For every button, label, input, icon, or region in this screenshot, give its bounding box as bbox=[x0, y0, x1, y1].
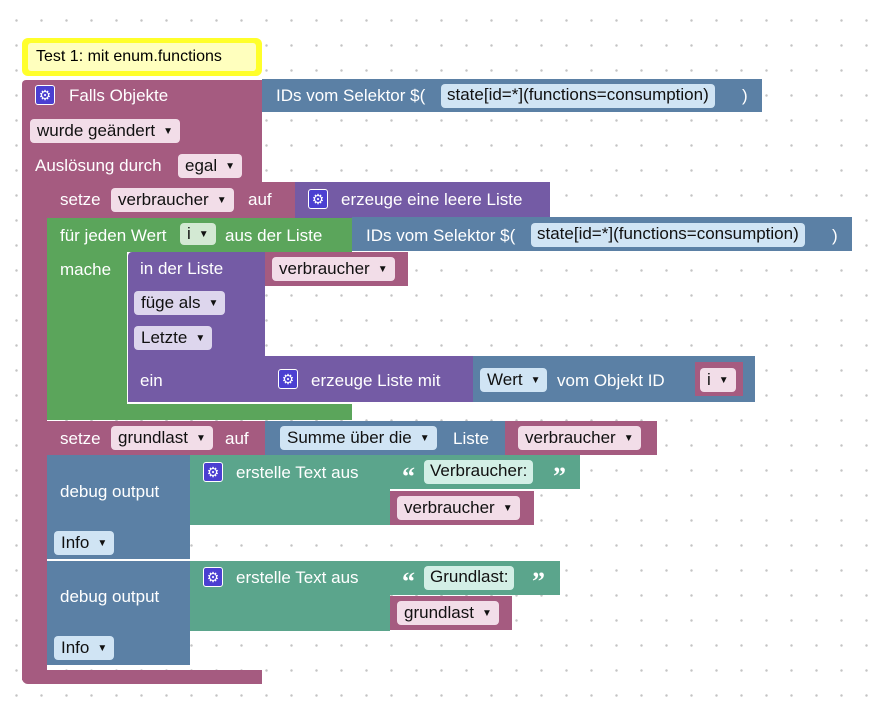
debug2-var-dropdown[interactable]: grundlast ▼ bbox=[397, 601, 499, 625]
foreach-selector-label: IDs vom Selektor $( bbox=[366, 226, 516, 245]
sum-mode-dropdown[interactable]: Summe über die ▼ bbox=[280, 426, 437, 450]
set-grundlast-var-dropdown[interactable]: grundlast ▼ bbox=[111, 426, 213, 450]
trigger-left-arm bbox=[22, 180, 47, 680]
condition-dropdown[interactable]: wurde geändert ▼ bbox=[30, 119, 181, 143]
list-var-dropdown[interactable]: verbraucher ▼ bbox=[272, 257, 395, 281]
trigger-dropdown[interactable]: egal ▼ bbox=[178, 154, 243, 178]
debug1-gear-icon[interactable]: ⚙ bbox=[203, 462, 223, 482]
condition-dropdown-value: wurde geändert bbox=[37, 121, 156, 140]
debug1-text-join-label: erstelle Text aus bbox=[236, 463, 359, 482]
debug1-level: Info bbox=[61, 533, 90, 552]
chevron-down-icon: ▼ bbox=[198, 229, 209, 240]
chevron-down-icon: ▼ bbox=[195, 433, 206, 444]
debug2-var: grundlast bbox=[404, 603, 474, 622]
sum-list-var: verbraucher bbox=[525, 428, 616, 447]
create-empty-list-label: erzeuge eine leere Liste bbox=[341, 190, 523, 209]
debug2-literal-input[interactable]: Grundlast: bbox=[424, 566, 515, 590]
chevron-down-icon: ▼ bbox=[718, 375, 729, 386]
debug1-label: debug output bbox=[60, 482, 160, 501]
chevron-down-icon: ▼ bbox=[623, 433, 634, 444]
foreach-label: für jeden Wert bbox=[60, 226, 167, 245]
value-of-dropdown[interactable]: Wert ▼ bbox=[480, 368, 548, 392]
create-empty-list-gear-icon[interactable]: ⚙ bbox=[308, 189, 328, 209]
id-var: i bbox=[707, 370, 711, 389]
debug2-level: Info bbox=[61, 638, 90, 657]
sum-list-label: Liste bbox=[453, 429, 489, 448]
set-grundlast-auf: auf bbox=[225, 429, 249, 448]
trigger-selector-label: IDs vom Selektor $( bbox=[276, 86, 426, 105]
set-verbraucher-label: setze bbox=[60, 190, 101, 209]
foreach-from-list: aus der Liste bbox=[225, 226, 323, 245]
set-verbraucher-var-dropdown[interactable]: verbraucher ▼ bbox=[111, 188, 234, 212]
debug1-text-join-block[interactable] bbox=[190, 455, 390, 525]
trigger-selector-close: ) bbox=[742, 86, 748, 105]
chevron-down-icon: ▼ bbox=[530, 375, 541, 386]
chevron-down-icon: ▼ bbox=[195, 333, 206, 344]
chevron-down-icon: ▼ bbox=[419, 433, 430, 444]
object-id-label: vom Objekt ID bbox=[557, 371, 665, 390]
debug2-label: debug output bbox=[60, 587, 160, 606]
trigger-selector-input[interactable]: state[id=*](functions=consumption) bbox=[441, 84, 715, 108]
create-empty-list-block[interactable] bbox=[295, 182, 550, 218]
set-verbraucher-auf: auf bbox=[248, 190, 272, 209]
list-insert-label: in der Liste bbox=[140, 259, 224, 278]
foreach-selector-input[interactable]: state[id=*](functions=consumption) bbox=[531, 223, 805, 247]
trigger-label: Auslösung durch bbox=[35, 156, 162, 175]
trigger-bottom-bar bbox=[22, 670, 262, 684]
id-var-dropdown[interactable]: i▼ bbox=[700, 368, 736, 392]
quote-open-icon: “ bbox=[402, 567, 415, 596]
debug1-literal-input[interactable]: Verbraucher: bbox=[424, 460, 534, 484]
chevron-down-icon: ▼ bbox=[97, 538, 108, 549]
insert-as-dropdown[interactable]: füge als ▼ bbox=[134, 291, 226, 315]
quote-close-icon: ” bbox=[553, 462, 566, 491]
chevron-down-icon: ▼ bbox=[97, 643, 108, 654]
insert-as-value: füge als bbox=[141, 293, 201, 312]
foreach-selector-close: ) bbox=[832, 226, 838, 245]
set-grundlast-var: grundlast bbox=[118, 428, 188, 447]
debug1-var-dropdown[interactable]: verbraucher ▼ bbox=[397, 496, 520, 520]
debug2-level-dropdown[interactable]: Info ▼ bbox=[54, 636, 115, 660]
sum-mode: Summe über die bbox=[287, 428, 412, 447]
position-value: Letzte bbox=[141, 328, 188, 347]
foreach-do-label: mache bbox=[60, 260, 112, 279]
value-of: Wert bbox=[487, 370, 523, 389]
quote-open-icon: “ bbox=[402, 462, 415, 491]
comment-text: Test 1: mit enum.functions bbox=[36, 48, 222, 65]
debug2-gear-icon[interactable]: ⚙ bbox=[203, 567, 223, 587]
set-verbraucher-var: verbraucher bbox=[118, 190, 209, 209]
trigger-dropdown-value: egal bbox=[185, 156, 218, 175]
comment-block[interactable]: Test 1: mit enum.functions bbox=[22, 38, 262, 76]
sum-list-var-dropdown[interactable]: verbraucher ▼ bbox=[518, 426, 641, 450]
foreach-left-arm bbox=[47, 250, 127, 410]
trigger-gear-icon[interactable]: ⚙ bbox=[35, 85, 55, 105]
foreach-var: i bbox=[187, 224, 191, 243]
foreach-var-dropdown[interactable]: i▼ bbox=[180, 223, 216, 245]
list-insert-value-row bbox=[128, 356, 473, 402]
list-var: verbraucher bbox=[279, 259, 370, 278]
comment-inner bbox=[28, 43, 256, 71]
debug2-text-join-block[interactable] bbox=[190, 561, 390, 631]
chevron-down-icon: ▼ bbox=[481, 608, 492, 619]
trigger-title: Falls Objekte bbox=[69, 86, 169, 105]
debug1-var: verbraucher bbox=[404, 498, 495, 517]
foreach-bottom bbox=[47, 404, 352, 420]
chevron-down-icon: ▼ bbox=[208, 298, 219, 309]
create-list-gear-icon[interactable]: ⚙ bbox=[278, 369, 298, 389]
chevron-down-icon: ▼ bbox=[225, 161, 236, 172]
list-insert-value-label: ein bbox=[140, 371, 163, 390]
position-dropdown[interactable]: Letzte ▼ bbox=[134, 326, 213, 350]
set-grundlast-label: setze bbox=[60, 429, 101, 448]
chevron-down-icon: ▼ bbox=[216, 195, 227, 206]
chevron-down-icon: ▼ bbox=[502, 503, 513, 514]
debug2-text-join-label: erstelle Text aus bbox=[236, 568, 359, 587]
debug1-level-dropdown[interactable]: Info ▼ bbox=[54, 531, 115, 555]
chevron-down-icon: ▼ bbox=[377, 264, 388, 275]
quote-close-icon: ” bbox=[532, 567, 545, 596]
create-list-label: erzeuge Liste mit bbox=[311, 371, 441, 390]
chevron-down-icon: ▼ bbox=[163, 126, 174, 137]
